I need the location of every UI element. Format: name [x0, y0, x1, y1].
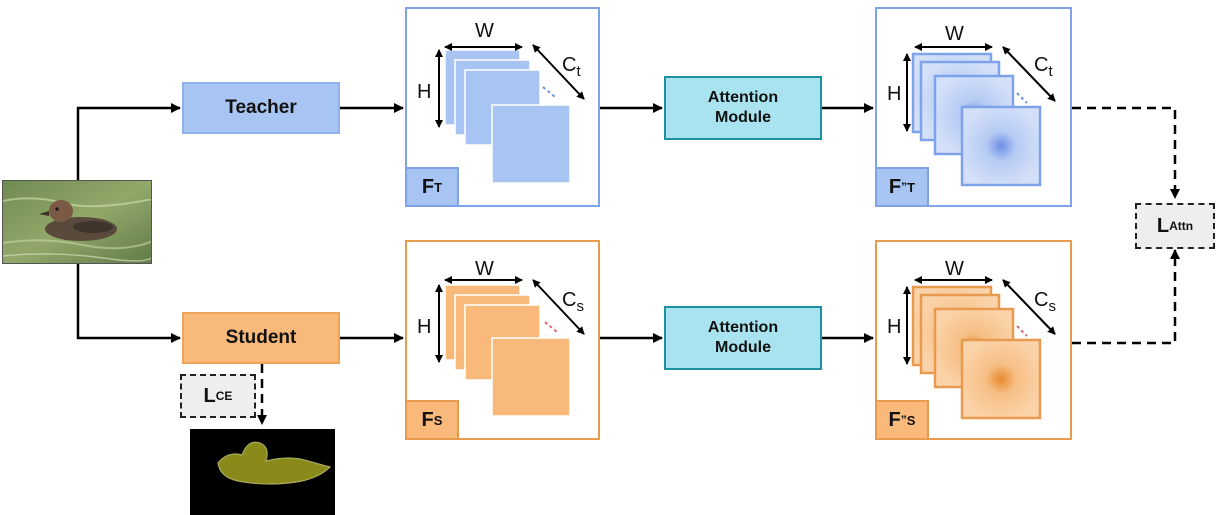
student-feature-stack — [435, 276, 585, 417]
attention-student-line2: Module — [715, 339, 771, 356]
loss-attn-sub: Attn — [1169, 219, 1194, 233]
teacher-channel-sub: t — [576, 63, 581, 80]
student-att-height-label: H — [887, 316, 902, 338]
teacher-attention-feature-panel: W H Ct F”T — [875, 7, 1072, 207]
loss-ce-main: L — [203, 384, 216, 407]
student-att-feature-main: F — [888, 408, 901, 431]
student-att-channel-sub: s — [1048, 298, 1056, 315]
teacher-feature-main: F — [421, 175, 435, 198]
solid-arrows — [76, 103, 874, 343]
attention-student-line1: Attention — [707, 319, 779, 336]
student-attention-feature-tag: F”S — [875, 400, 929, 440]
student-width-label: W — [475, 258, 494, 280]
student-label: Student — [225, 327, 297, 348]
output-segmentation-mask — [190, 429, 335, 515]
teacher-att-feature-sup: ” — [901, 180, 908, 194]
attention-teacher-line1: Attention — [707, 89, 779, 106]
student-feature-sub: S — [433, 412, 443, 428]
student-network: Student — [182, 312, 340, 364]
dashed-arrows — [257, 106, 1180, 425]
loss-ce-sub: CE — [215, 389, 233, 403]
dashed-fsatt-to-lattn — [1072, 249, 1180, 345]
student-attention-stack — [903, 276, 1056, 420]
teacher-height-label: H — [417, 81, 432, 103]
teacher-att-feature-sub: T — [907, 179, 916, 195]
dashed-ftatt-to-lattn — [1072, 106, 1180, 199]
teacher-feature-stack — [435, 43, 585, 184]
teacher-att-feature-main: F — [888, 175, 902, 198]
loss-attn-main: L — [1156, 214, 1170, 237]
student-att-width-label: W — [945, 258, 964, 280]
teacher-network: Teacher — [182, 82, 340, 134]
student-channel-c: C — [562, 289, 577, 311]
teacher-channel-c: C — [562, 54, 577, 76]
input-duck-photo — [2, 180, 152, 264]
arrow-input-to-teacher — [76, 103, 181, 180]
student-attention-feature-panel: W H Cs F”S — [875, 240, 1072, 440]
teacher-channel-label: Ct — [562, 54, 581, 80]
teacher-attention-feature-tag: F”T — [875, 167, 929, 207]
teacher-att-height-label: H — [887, 83, 902, 105]
student-att-channel-label: Cs — [1034, 289, 1056, 315]
teacher-att-channel-c: C — [1034, 54, 1049, 76]
teacher-att-channel-label: Ct — [1034, 54, 1053, 80]
attention-teacher-line2: Module — [715, 109, 771, 126]
teacher-width-label: W — [475, 20, 494, 42]
arrow-input-to-student — [76, 264, 181, 343]
student-channel-sub: s — [576, 298, 584, 315]
student-channel-label: Cs — [562, 289, 584, 315]
teacher-att-channel-sub: t — [1048, 63, 1053, 80]
attention-module-student: Attention Module — [664, 306, 822, 370]
student-feature-main: F — [421, 408, 434, 431]
student-att-channel-c: C — [1034, 289, 1049, 311]
student-att-feature-sub: S — [906, 412, 916, 428]
student-att-feature-sup: ” — [900, 413, 907, 427]
teacher-feature-sub: T — [434, 179, 443, 195]
student-height-label: H — [417, 316, 432, 338]
teacher-label: Teacher — [225, 97, 297, 118]
teacher-att-width-label: W — [945, 23, 964, 45]
attention-module-teacher: Attention Module — [664, 76, 822, 140]
teacher-attention-stack — [903, 43, 1056, 187]
